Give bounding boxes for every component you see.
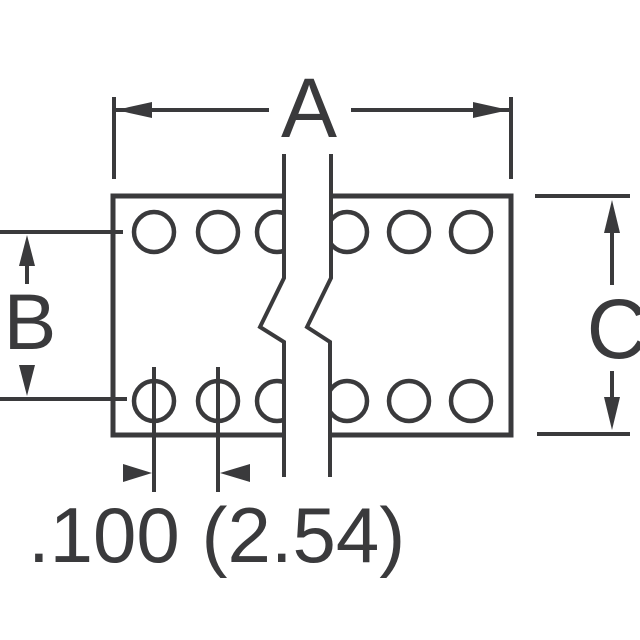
pin-hole	[448, 378, 494, 424]
dimension-c: C	[535, 194, 640, 436]
dim-b-arrowhead-up	[19, 235, 35, 266]
dimension-a: A	[112, 61, 513, 179]
break-line-left	[257, 154, 286, 477]
dim-a-arrowhead-left	[116, 102, 152, 118]
pin-hole	[386, 209, 432, 255]
dim-c-arrowhead-up	[604, 200, 620, 233]
dim-a-arrowhead-right	[473, 102, 509, 118]
pitch-arrowhead-right	[220, 464, 250, 482]
dim-c-arrowhead-down	[604, 397, 620, 430]
center-break	[257, 154, 333, 477]
component-body	[110, 154, 514, 477]
dimension-pitch: .100 (2.54)	[28, 367, 405, 579]
pin-hole	[324, 378, 370, 424]
pin-hole	[448, 209, 494, 255]
pitch-label: .100 (2.54)	[28, 491, 405, 579]
pin-hole	[195, 209, 241, 255]
break-mask	[260, 154, 331, 477]
pitch-arrowhead-left	[123, 464, 152, 482]
break-line-right	[304, 154, 333, 477]
dim-a-label: A	[281, 61, 337, 155]
dim-b-label: B	[4, 277, 57, 366]
dim-b-arrowhead-down	[19, 365, 35, 396]
pin-hole	[386, 378, 432, 424]
dim-c-label: C	[587, 282, 640, 376]
dimension-b: B	[0, 230, 127, 401]
pin-hole	[131, 209, 177, 255]
